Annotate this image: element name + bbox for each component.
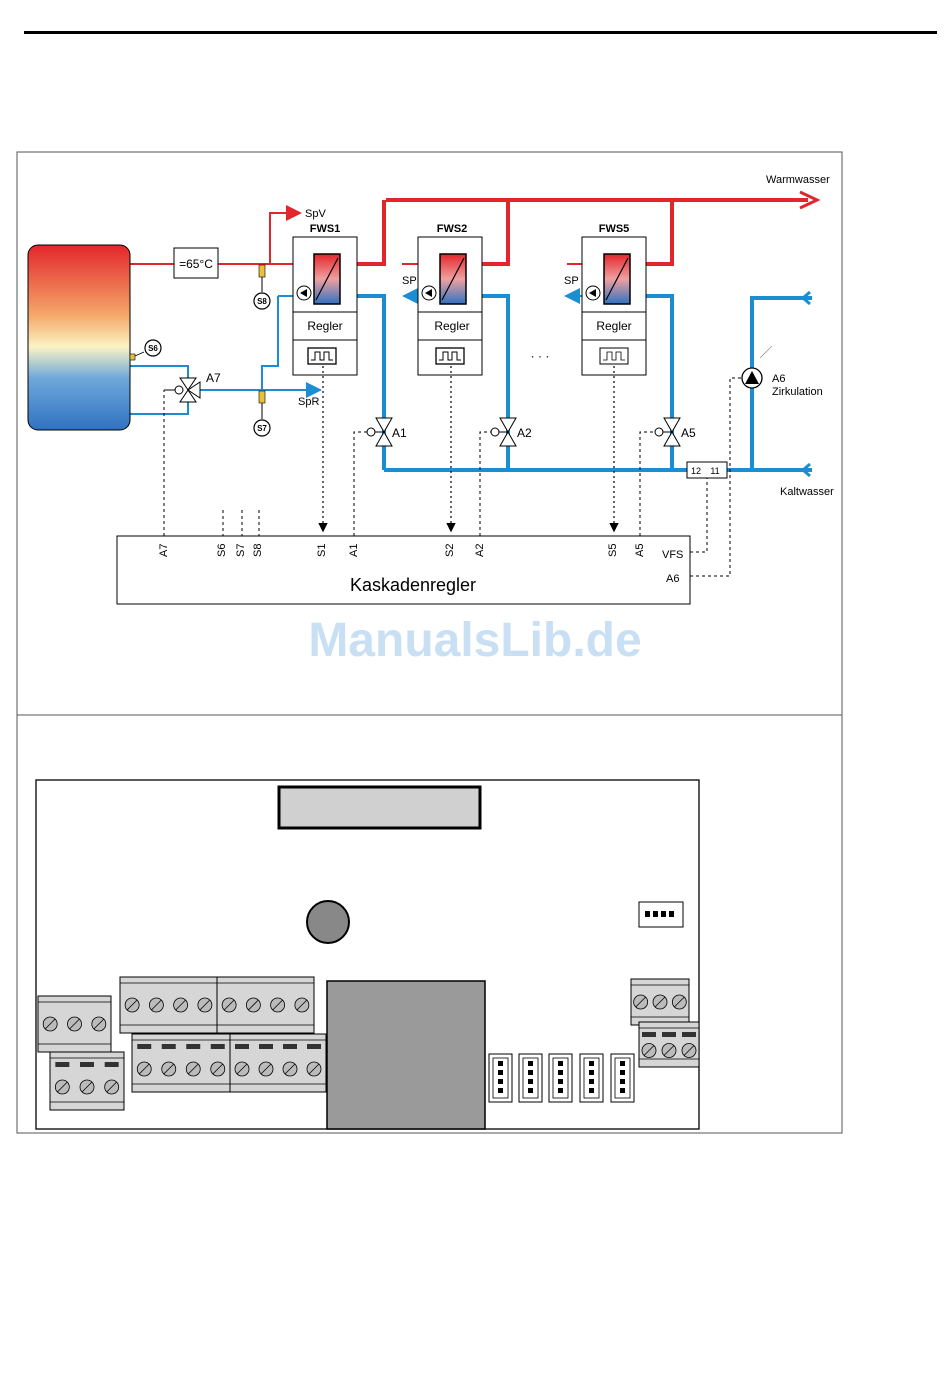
- storage-tank: [28, 245, 130, 430]
- fws2-title: FWS2: [437, 223, 468, 235]
- fws1-station: [293, 237, 357, 375]
- a1-valve: [367, 418, 392, 446]
- fws5-title: FWS5: [599, 223, 630, 235]
- watermark: ManualsLib.de: [308, 614, 641, 667]
- warmwasser-label: Warmwasser: [766, 174, 830, 186]
- terminal-label-a1: A1: [348, 544, 360, 557]
- a1-valve-label: A1: [392, 426, 407, 440]
- plug-connector: [611, 1054, 634, 1102]
- s6-sensor-label: S6: [148, 344, 158, 353]
- s6-sensor-probe: [130, 354, 135, 360]
- terminal-label-s7: S7: [235, 544, 247, 557]
- rotary-knob: [307, 901, 349, 943]
- screw-terminal-block: [38, 996, 111, 1052]
- terminal-label-s8: S8: [252, 544, 264, 557]
- a5-valve: [655, 418, 680, 446]
- screw-terminal-block: [50, 1052, 124, 1110]
- display-window: [279, 787, 480, 828]
- spr-label: SpR: [298, 396, 319, 408]
- terminal-label-s6: S6: [216, 544, 228, 557]
- terminal-label-s5: S5: [607, 544, 619, 557]
- terminal-label-s2: S2: [444, 544, 456, 557]
- pulse-signal-lines: [323, 366, 614, 530]
- more-stations-ellipsis: · · ·: [531, 349, 550, 363]
- plug-connector: [549, 1054, 572, 1102]
- vfs-terminal-11: 11: [710, 466, 719, 476]
- terminal-label-s1: S1: [316, 544, 328, 557]
- vfs-label: VFS: [662, 549, 683, 561]
- kaltwasser-label: Kaltwasser: [780, 486, 834, 498]
- vfs-terminal-12: 12: [691, 466, 701, 476]
- fws2-regler-label: Regler: [434, 319, 469, 333]
- transformer-block: [327, 981, 485, 1129]
- terminal-label-a5: A5: [634, 544, 646, 557]
- screw-terminal-block: [639, 1022, 699, 1067]
- screw-terminal-block: [217, 977, 314, 1033]
- spv-label: SpV: [305, 208, 326, 220]
- fws1-title: FWS1: [310, 223, 341, 235]
- screw-terminal-block: [230, 1034, 326, 1092]
- screw-terminal-block: [631, 979, 689, 1025]
- a7-three-way-valve: [164, 378, 200, 402]
- a6-circulation-pump: [742, 346, 772, 388]
- fws5-regler-label: Regler: [596, 319, 631, 333]
- plug-connector: [519, 1054, 542, 1102]
- s7-sensor-probe: [259, 391, 265, 403]
- zirkulation-label: Zirkulation: [772, 386, 823, 398]
- circuit-board: [36, 780, 699, 1129]
- fws5-sp-label: SP: [564, 275, 579, 287]
- s8-sensor-probe: [259, 265, 265, 277]
- plug-connector: [489, 1054, 512, 1102]
- terminal-label-a2: A2: [474, 544, 486, 557]
- a2-valve-label: A2: [517, 426, 532, 440]
- fws1-regler-label: Regler: [307, 319, 342, 333]
- screw-terminal-block: [132, 1034, 230, 1092]
- s7-sensor-label: S7: [257, 424, 267, 433]
- fws2-sp-label: SP: [402, 275, 417, 287]
- a2-valve: [491, 418, 516, 446]
- fws5-station: [582, 237, 646, 375]
- terminal-label-a7: A7: [158, 544, 170, 557]
- plug-connector: [580, 1054, 603, 1102]
- temperature-setpoint: =65°C: [179, 257, 213, 271]
- controller-title: Kaskadenregler: [350, 575, 476, 595]
- a6-pump-label: A6: [772, 373, 785, 385]
- a7-valve-label: A7: [206, 371, 221, 385]
- a5-valve-label: A5: [681, 426, 696, 440]
- screw-terminal-block: [120, 977, 217, 1033]
- s8-sensor-label: S8: [257, 297, 267, 306]
- plug-connectors: [489, 1054, 634, 1102]
- fws2-station: [418, 237, 482, 375]
- a6-terminal-label: A6: [666, 573, 679, 585]
